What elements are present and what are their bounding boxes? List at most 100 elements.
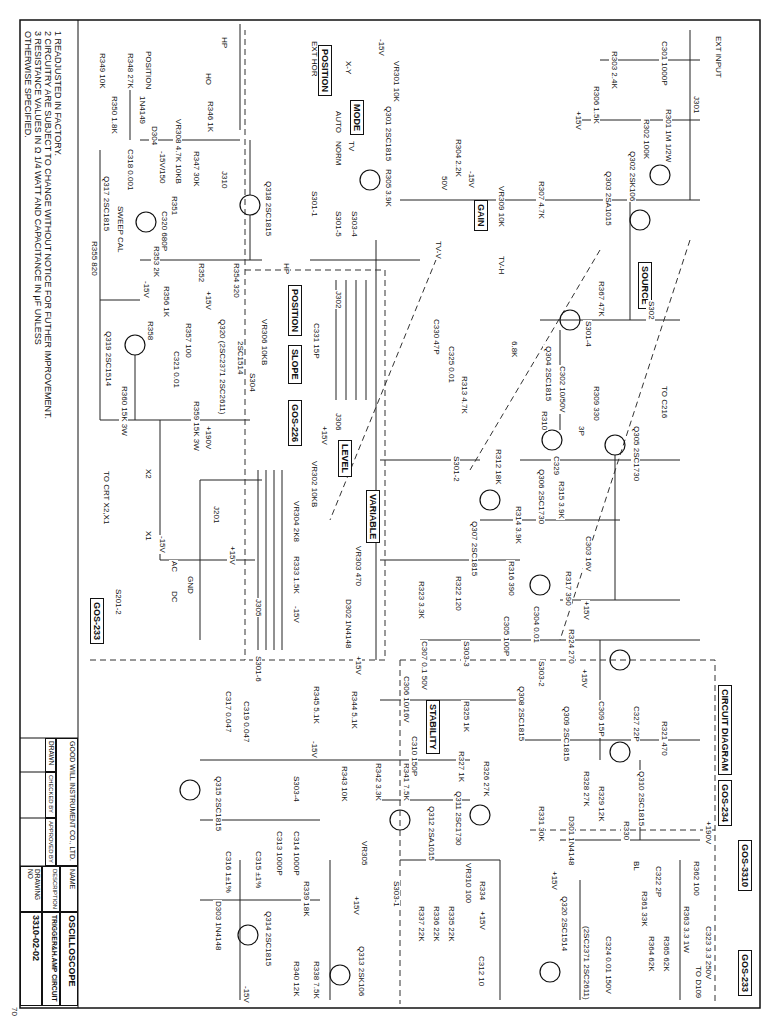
control-label: POSITION xyxy=(288,285,302,336)
title-cell: APPROVED BY xyxy=(45,818,56,866)
transistor-symbol xyxy=(610,742,630,762)
component-label: HP xyxy=(219,36,228,49)
component-label: R307 4.7K xyxy=(536,180,545,220)
component-label: +15V xyxy=(351,895,360,916)
title-cell: DRAWING NO xyxy=(20,866,42,912)
transistor-symbol xyxy=(136,212,156,232)
component-label: R303 2.4K xyxy=(609,50,618,90)
component-label: AC xyxy=(169,560,178,573)
component-label: S301-1 xyxy=(309,190,318,218)
component-label: R315 3.9K xyxy=(556,480,565,520)
note-text: 2 CIRCUITRY ARE SUBJECT TO CHANGE WITHOU… xyxy=(42,30,52,420)
component-label: R329 12K xyxy=(596,785,605,823)
board-outline xyxy=(90,30,715,1004)
component-label: R334 xyxy=(477,880,486,901)
title-cell: DRAWN xyxy=(45,738,56,772)
transistor-symbol xyxy=(480,490,500,510)
component-label: Q311 2SC1730 xyxy=(453,790,462,847)
component-label: Q303 2SA1015 xyxy=(603,170,612,227)
component-label: R338 7.5K xyxy=(311,960,320,1000)
component-label: VR309 10K xyxy=(496,185,505,228)
node-text: GOS-3310 xyxy=(740,844,750,887)
component-label: C325 0.01 xyxy=(446,345,455,384)
transistor-symbol xyxy=(330,965,350,985)
component-label: R312 18K xyxy=(493,448,502,486)
component-label: Q313 2SK106 xyxy=(356,945,365,997)
component-label: 2SC1514 xyxy=(235,340,244,375)
component-label: R345 5.1K xyxy=(311,685,320,725)
component-label: D301 1N4148 xyxy=(566,815,575,866)
note-text: 1 READJUSTED IN FACTORY. xyxy=(52,30,62,157)
component-label: R344 5.1K xyxy=(349,690,358,730)
component-label: -15V/150 xyxy=(157,150,166,184)
title-cell: CHECKED BY xyxy=(45,772,56,818)
frame xyxy=(20,20,760,1008)
component-label: 50V xyxy=(439,175,448,191)
component-label: C312 10 xyxy=(476,955,485,987)
component-label: DC xyxy=(169,590,178,604)
component-label: C307 0.1 50V xyxy=(419,640,428,691)
transistor-symbol xyxy=(125,335,145,355)
control-label: SLOPE xyxy=(288,345,302,384)
component-label: Q310 2SC1815 xyxy=(636,770,645,827)
component-label: R322 120 xyxy=(453,575,462,612)
component-label: +190V xyxy=(703,820,712,845)
component-label: J301 xyxy=(691,95,700,114)
component-label: R346 1K xyxy=(205,100,214,133)
node-text: TRIGGER&H.AMP CIRCUIT xyxy=(51,915,58,1003)
component-label: R302 100K xyxy=(641,118,650,160)
component-label: R337 22K xyxy=(416,905,425,943)
component-label: Q312 2SA1015 xyxy=(426,805,435,862)
node-text: GOS-226 xyxy=(290,404,300,442)
component-label: R360 15K 3W xyxy=(119,385,128,437)
component-label: R316 390 xyxy=(506,560,515,597)
component-label: R304 2.2K xyxy=(453,138,462,178)
component-label: BL xyxy=(631,860,640,872)
component-label: R331 30K xyxy=(536,805,545,843)
title-cell: GOOD WILL INSTRUMENT CO., LTD. xyxy=(56,738,78,866)
transistor-symbol xyxy=(610,650,630,670)
component-label: EXT HOR xyxy=(309,40,318,77)
component-label: R314 3.9K xyxy=(513,505,522,545)
component-label: POSITION xyxy=(143,50,152,90)
component-label: S301-6 xyxy=(253,655,262,683)
component-label: R333 1.5K xyxy=(291,555,300,595)
component-label: R358 xyxy=(145,320,154,341)
title-value: 3310-02-02 xyxy=(20,912,42,1006)
title-value: TRIGGER&H.AMP CIRCUIT xyxy=(42,912,60,1006)
component-label: R362 100 xyxy=(691,860,700,897)
component-label: S303-2 xyxy=(536,660,545,688)
transistor-symbol xyxy=(180,780,200,800)
control-label: VARIABLE xyxy=(366,490,380,543)
transistor-symbol xyxy=(542,430,562,450)
component-label: VR303 470 xyxy=(353,545,362,587)
component-label: R364 62K xyxy=(646,935,655,973)
component-label: HO xyxy=(203,72,212,86)
component-label: R354 320 xyxy=(231,262,240,299)
component-label: Q319 2SC1514 xyxy=(103,330,112,387)
component-label: Q301 2SC1815 xyxy=(383,105,392,162)
component-label: S302 xyxy=(646,300,655,321)
transistor-symbol xyxy=(470,805,490,825)
component-label: J302 xyxy=(333,290,342,309)
control-label: GAIN xyxy=(474,200,488,231)
component-label: Q306 2SC1730 xyxy=(536,468,545,525)
component-label: SWEEP CAL xyxy=(115,205,124,254)
component-label: R343 10K xyxy=(339,765,348,803)
node-text: GOS-233 xyxy=(92,602,102,640)
component-label: R367 47K xyxy=(596,280,605,318)
component-label: VR304 2K8 xyxy=(291,500,300,543)
component-label: D304 xyxy=(149,125,158,146)
node-text: GOS-233 xyxy=(740,954,750,992)
component-label: C303 16V xyxy=(583,535,592,573)
component-label: R365 62K xyxy=(661,935,670,973)
transistor-symbol xyxy=(540,962,560,982)
component-label: X2 xyxy=(143,468,152,480)
component-label: -15V xyxy=(376,38,385,57)
component-label: -15V xyxy=(141,280,150,299)
node-text: VARIABLE xyxy=(368,494,378,539)
node-text: LEVEL xyxy=(340,444,350,473)
component-label: Q317 2SC1815 xyxy=(101,175,110,232)
node-text: DRAWN xyxy=(47,741,54,769)
